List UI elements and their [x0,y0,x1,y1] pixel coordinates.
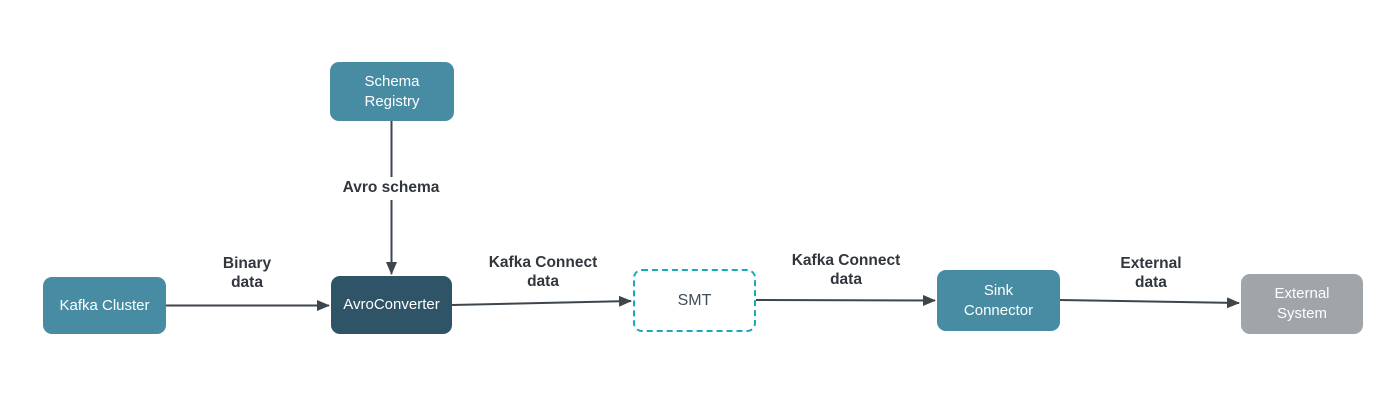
edge-label-external-data: External data [1120,255,1181,292]
node-sink-connector: Sink Connector [937,270,1060,331]
edge-label-kafka-connect-data-2-line1: Kafka Connect [791,252,901,269]
node-avro-converter-label: AvroConverter [343,296,440,313]
node-schema-registry-label-line1: Schema [364,72,420,90]
edge-label-binary-data-line2: data [231,273,263,291]
edge-label-binary-data: Binary data [223,255,271,292]
edge-label-kafka-connect-data-1-line2: data [527,272,559,290]
node-smt-label: SMT [677,291,712,309]
edge-smt-to-sinkconnector [755,294,936,306]
node-kafka-cluster: Kafka Cluster [43,277,166,334]
node-sink-connector-label-line1: Sink [983,281,1014,299]
node-external-system: External System [1241,274,1363,334]
edge-avroconverter-to-smt [451,295,632,307]
edge-label-avro-schema: Avro schema [337,177,445,200]
edge-label-binary-data-line1: Binary [222,255,272,272]
node-avro-converter: AvroConverter [331,276,452,334]
edge-label-kafka-connect-data-2: Kafka Connect data [792,252,901,289]
edge-label-external-data-line1: External [1120,255,1182,272]
node-schema-registry: Schema Registry [330,62,454,121]
node-external-system-label-line2: System [1276,305,1327,322]
edge-label-kafka-connect-data-2-line2: data [830,270,862,288]
edge-label-avro-schema-line1: Avro schema [342,179,440,196]
edge-label-kafka-connect-data-1-line1: Kafka Connect [488,254,598,271]
node-smt: SMT [633,269,756,332]
node-schema-registry-label-line2: Registry [364,92,420,110]
edge-label-kafka-connect-data-1: Kafka Connect data [489,254,598,291]
edge-label-external-data-line2: data [1135,273,1167,291]
node-external-system-label-line1: External [1274,285,1330,302]
node-sink-connector-label-line2: Connector [963,301,1034,319]
edge-sinkconnector-to-externalsystem [1059,297,1240,309]
node-kafka-cluster-label: Kafka Cluster [59,296,150,314]
